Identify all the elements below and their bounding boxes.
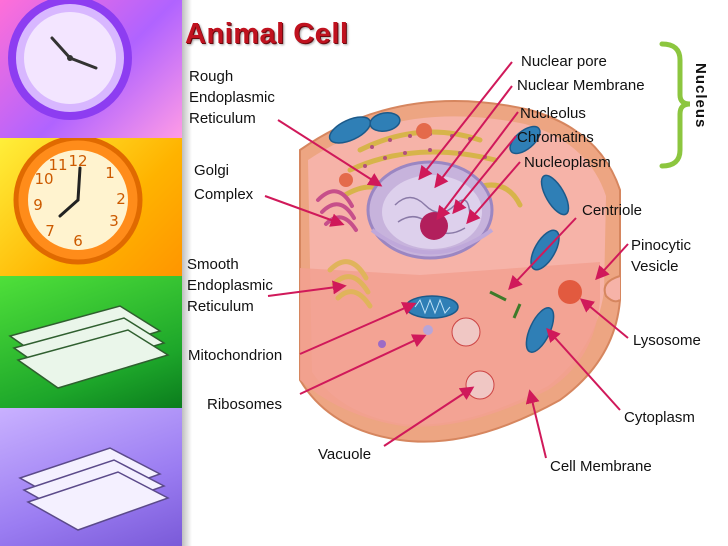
label-cell-membrane: Cell Membrane	[550, 458, 652, 475]
label-line: Reticulum	[187, 298, 254, 315]
pointer-smooth-er	[267, 280, 347, 297]
pointer-rough-er	[277, 119, 383, 187]
pointer-nuclear-membrane	[434, 85, 513, 189]
label-ribosomes: Ribosomes	[207, 396, 283, 413]
pointer-centriole	[508, 217, 577, 291]
label-pinocytic-vesicle: Pinocytic Vesicle	[631, 235, 691, 277]
svg-text:1: 1	[105, 164, 115, 182]
svg-text:10: 10	[34, 170, 53, 188]
label-nucleoplasm: Nucleoplasm	[524, 154, 611, 171]
label-line: Vesicle	[631, 258, 679, 275]
pointer-golgi	[264, 195, 345, 227]
label-lysosome: Lysosome	[633, 332, 701, 349]
strip-shadow	[182, 0, 192, 546]
svg-text:3: 3	[109, 212, 119, 230]
pointer-nucleoplasm	[466, 161, 521, 225]
pointer-mitochondrion	[299, 302, 417, 355]
book-stack-violet-photo	[0, 408, 182, 546]
label-line: Endoplasmic	[189, 89, 275, 106]
pointer-pinocytic-vesicle	[595, 243, 629, 281]
svg-text:6: 6	[73, 232, 83, 250]
clock-purple-photo	[0, 0, 182, 138]
nucleus-bracket-text: Nucleus	[692, 63, 709, 128]
page-title: Animal Cell	[185, 18, 349, 50]
svg-text:11: 11	[48, 156, 67, 174]
label-line: Golgi	[194, 162, 230, 179]
svg-text:2: 2	[116, 190, 126, 208]
label-nuclear-pore: Nuclear pore	[521, 53, 607, 70]
pointer-cytoplasm	[546, 327, 621, 411]
label-golgi: Golgi Complex	[194, 160, 253, 205]
svg-text:12: 12	[68, 152, 87, 170]
pointer-chromatins	[452, 135, 517, 215]
label-cytoplasm: Cytoplasm	[624, 409, 695, 426]
pointer-lysosome	[579, 298, 629, 339]
label-line: Endoplasmic	[187, 277, 273, 294]
label-vacuole: Vacuole	[318, 446, 372, 463]
nucleus-label: Nucleus	[692, 63, 709, 128]
pointer-nuclear-pore	[418, 61, 513, 181]
svg-text:7: 7	[45, 222, 55, 240]
label-centriole: Centriole	[582, 202, 643, 219]
book-stack-green-photo	[0, 276, 182, 408]
pointer-cell-membrane	[525, 389, 547, 459]
label-line: Pinocytic	[631, 237, 692, 254]
label-line: Rough	[189, 68, 234, 85]
label-mitochondrion: Mitochondrion	[188, 347, 283, 364]
label-rough-er: Rough Endoplasmic Reticulum	[189, 66, 275, 129]
label-line: Complex	[194, 186, 254, 203]
label-chromatins: Chromatins	[517, 129, 594, 146]
pointer-nucleolus	[436, 111, 519, 221]
svg-text:9: 9	[33, 196, 43, 214]
label-line: Smooth	[187, 256, 239, 273]
label-nuclear-membrane: Nuclear Membrane	[517, 77, 645, 94]
pointer-ribosomes	[299, 334, 427, 395]
label-smooth-er: Smooth Endoplasmic Reticulum	[187, 254, 273, 317]
pointer-vacuole	[383, 386, 475, 447]
label-line: Reticulum	[189, 110, 256, 127]
label-nucleolus: Nucleolus	[520, 105, 586, 122]
